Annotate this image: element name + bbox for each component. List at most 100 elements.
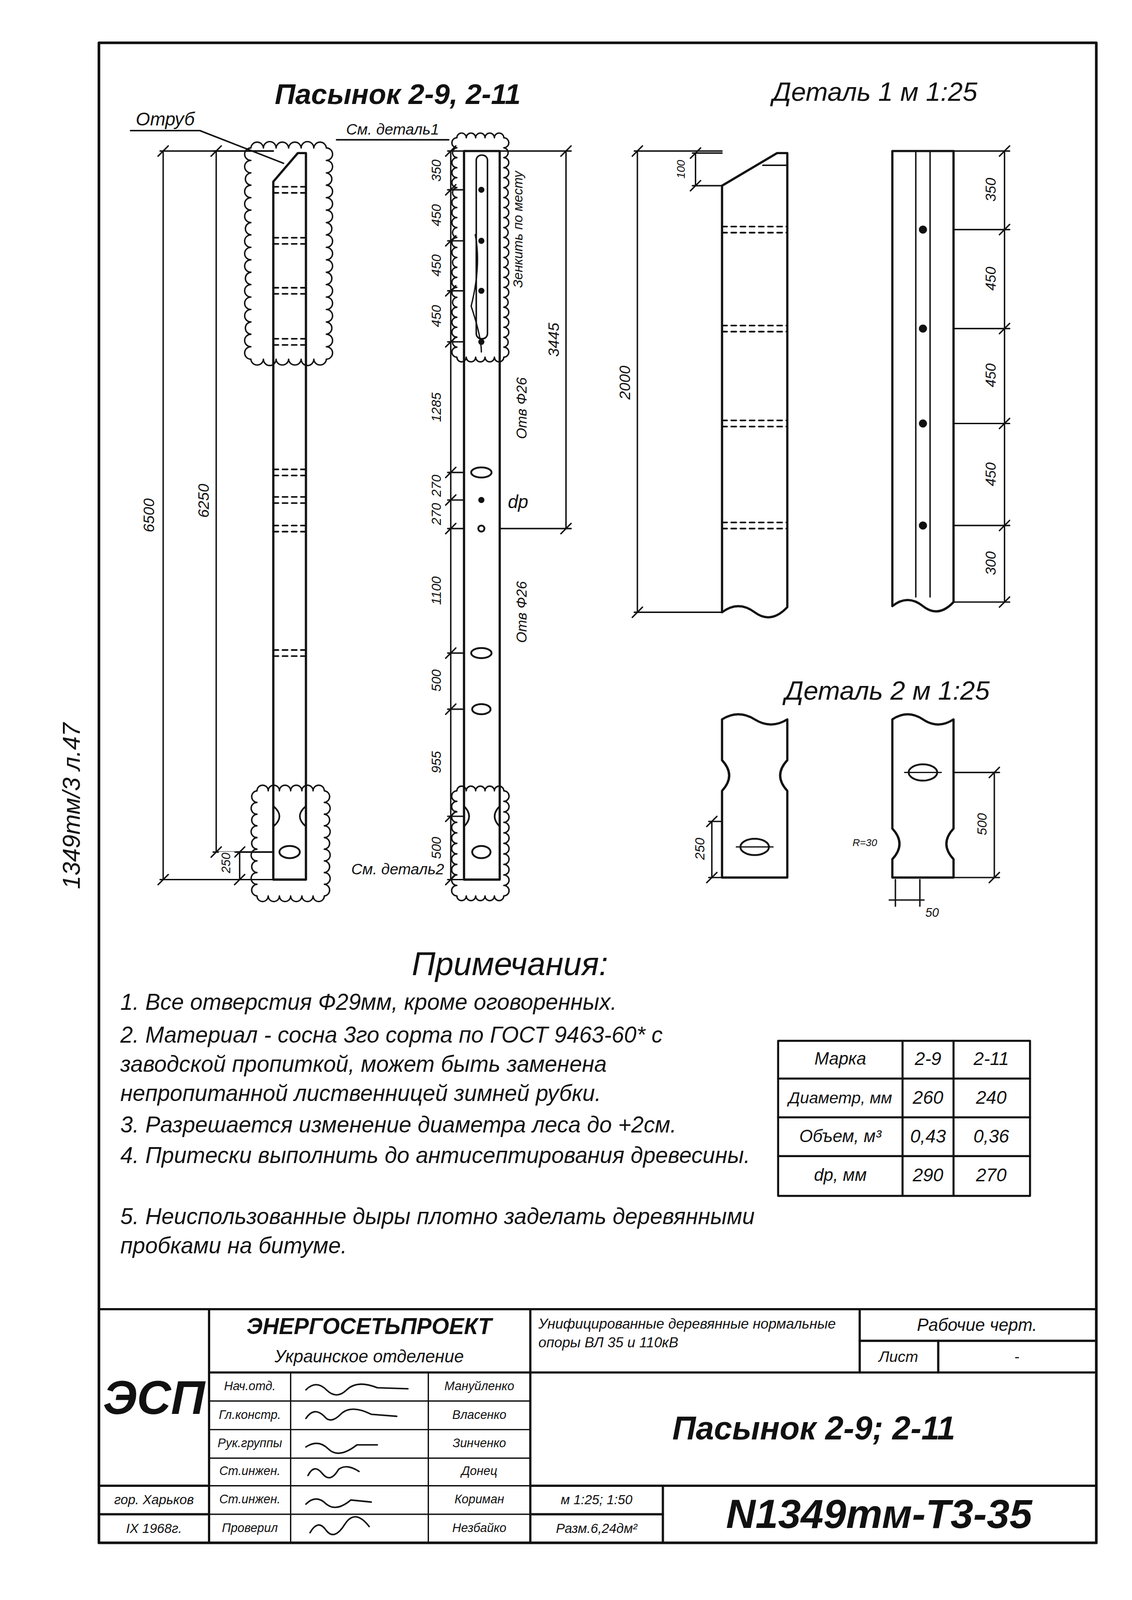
dimension: 350: [982, 176, 1001, 203]
note-text: 5. Неиспользованные дыры плотно заделать…: [120, 1201, 774, 1260]
dimension-lines: [158, 133, 1010, 906]
extension-line: [236, 851, 274, 853]
extension-line: [447, 341, 465, 343]
extension-line: [447, 815, 465, 817]
role-label: Рук.группы: [217, 1435, 282, 1451]
extension-line: [953, 524, 1010, 527]
dimension: 100: [674, 159, 689, 180]
detail-heading: Деталь 2 м 1:25: [784, 673, 990, 708]
dimension: 250: [691, 836, 708, 861]
organization-logo: ЭСП: [103, 1367, 206, 1427]
city-label: гор. Харьков: [113, 1490, 194, 1508]
extension-line: [953, 876, 1000, 878]
extension-line: [953, 600, 1010, 603]
radius-dimension: R=30: [852, 836, 878, 849]
table-cell: 0,36: [973, 1124, 1009, 1148]
role-label: Проверил: [222, 1519, 279, 1536]
table-cell: 290: [912, 1163, 944, 1187]
dimension-line: [1003, 150, 1006, 602]
cut-label: Отруб: [135, 108, 195, 131]
extension-line: [953, 228, 1010, 231]
extension-line: [708, 820, 723, 822]
extension-line: [634, 150, 722, 152]
extension-line: [953, 327, 1010, 330]
table-cell: Диаметр, мм: [788, 1087, 893, 1108]
table-cell: dр, мм: [813, 1163, 867, 1186]
table-cell: Объем, м³: [799, 1125, 882, 1148]
dimension: 6500: [139, 496, 159, 533]
format-label: Разм.6,24дм²: [555, 1519, 637, 1536]
revision-cloud: [251, 785, 331, 902]
dimension: 2000: [615, 364, 635, 401]
dimension-line: [993, 772, 995, 878]
dimension: 500: [428, 835, 445, 860]
extension-line: [447, 239, 465, 242]
dimension: 500: [428, 668, 445, 693]
dimension-line: [694, 153, 697, 187]
extension-line: [447, 651, 465, 654]
person-name: Мануйленко: [444, 1378, 515, 1394]
table-cell: 240: [976, 1085, 1007, 1109]
extension-line: [447, 878, 465, 880]
extension-line: [953, 771, 1000, 773]
date-label: IX 1968г.: [125, 1519, 182, 1536]
dimension: 1100: [428, 575, 445, 606]
person-name: Кориман: [454, 1491, 505, 1508]
extension-line: [213, 150, 274, 152]
detail-1-views: [722, 150, 954, 617]
role-label: Ст.инжен.: [219, 1491, 281, 1508]
dimension-line: [215, 150, 218, 852]
dimension: 3445: [544, 321, 564, 358]
note-text: 4. Притески выполнить до антисептировани…: [120, 1140, 774, 1170]
table-cell: 2-9: [914, 1047, 942, 1070]
extension-line: [447, 189, 465, 191]
dimension-line: [238, 851, 241, 879]
pole-side-view: [273, 153, 306, 880]
dimension: 450: [982, 265, 1001, 292]
dimension: 270: [428, 501, 445, 527]
extension-line: [447, 499, 465, 501]
dimension: 500: [973, 811, 991, 837]
dimension: 450: [428, 253, 445, 278]
revision-cloud: [451, 133, 509, 362]
detail-2-views: [722, 713, 954, 878]
extension-line: [894, 879, 896, 906]
role-label: Гл.констр.: [218, 1406, 281, 1423]
extension-line: [953, 422, 1010, 424]
diameter-symbol: dр: [507, 490, 529, 513]
dimension: 450: [428, 203, 445, 228]
dimension: 1285: [428, 391, 445, 423]
revision-cloud: [451, 785, 510, 901]
dimension: 6250: [194, 482, 214, 519]
extension-line: [499, 150, 572, 152]
hole-note: Отв Ф26: [513, 376, 532, 440]
dimension-line: [889, 899, 925, 901]
extension-line: [708, 876, 723, 878]
detail-heading: Деталь 1 м 1:25: [772, 75, 978, 109]
table-cell: 2-11: [973, 1047, 1010, 1070]
extension-line: [447, 289, 465, 292]
stage-label: Рабочие черт.: [916, 1313, 1038, 1336]
marking-table-grid: [778, 1040, 1031, 1196]
extension-line: [692, 185, 723, 187]
sheet-title: Пасынок 2-9; 2-11: [672, 1407, 956, 1448]
note-text: 2. Материал - сосна 3го сорта по ГОСТ 94…: [120, 1019, 774, 1108]
hole-note: Отв Ф26: [513, 580, 532, 644]
sheet-frame: [98, 42, 1097, 1543]
extension-line: [160, 150, 274, 152]
person-name: Зинченко: [452, 1435, 507, 1451]
archive-number: 1349тм/3 л.47: [56, 721, 87, 890]
extension-line: [447, 471, 465, 473]
dimension: 300: [982, 550, 1001, 576]
dimension-line: [565, 150, 567, 529]
table-cell: Марка: [814, 1047, 866, 1070]
dimension: 270: [428, 473, 445, 498]
dimension-line: [449, 150, 452, 879]
drawing-title: Пасынок 2-9, 2-11: [274, 76, 521, 112]
pole-front-view: [464, 150, 500, 879]
sheet-label: Лист: [878, 1346, 919, 1366]
project-title: Унифицированные деревянные нормальные оп…: [538, 1314, 855, 1352]
extension-line: [953, 150, 1010, 152]
extension-line: [160, 878, 274, 880]
